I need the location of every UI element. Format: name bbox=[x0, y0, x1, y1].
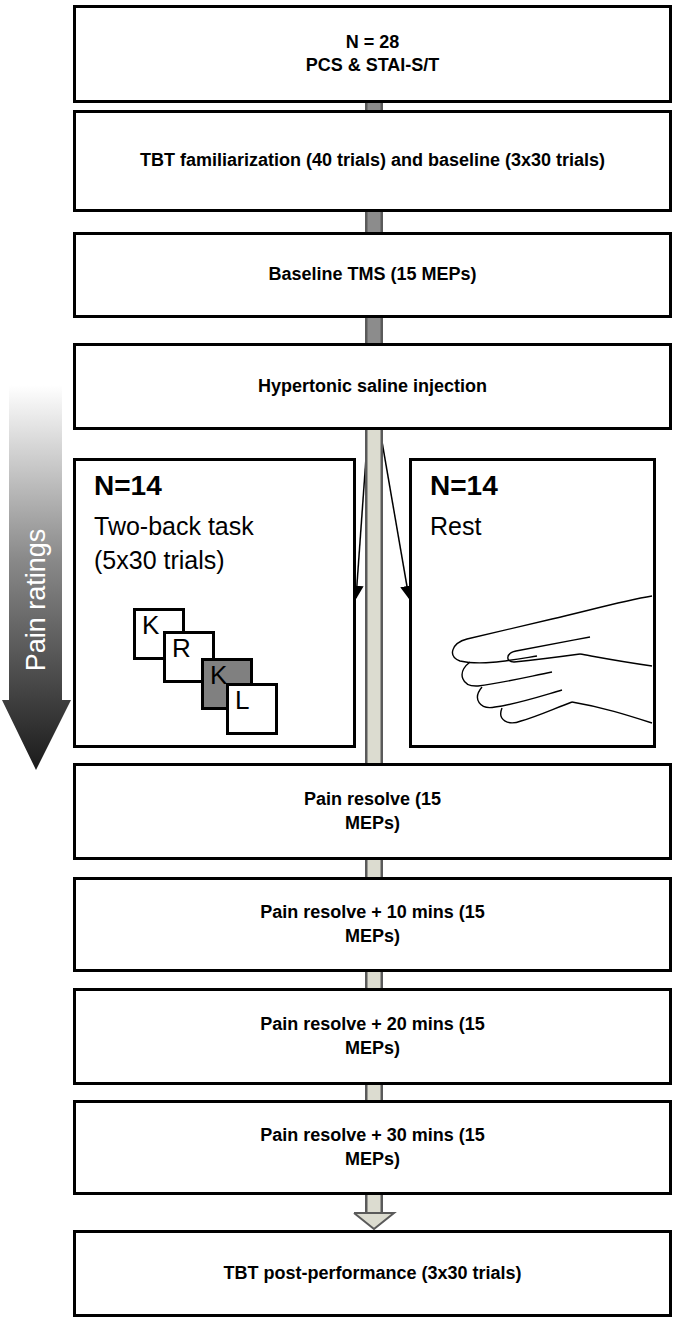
timeline-bar-edge bbox=[365, 860, 383, 877]
box-text: PCS & STAI-S/T bbox=[306, 54, 440, 77]
box-text: TBT familiarization (40 trials) and base… bbox=[140, 149, 605, 172]
process-box: TBT familiarization (40 trials) and base… bbox=[73, 110, 672, 212]
process-box: Pain resolve + 30 mins (15 MEPs) bbox=[73, 1100, 672, 1195]
box-text: Pain resolve + 10 mins (15 MEPs) bbox=[248, 901, 498, 948]
timeline-bar bbox=[368, 212, 381, 232]
timeline-arrowhead bbox=[354, 1213, 394, 1229]
box-text: Pain resolve + 20 mins (15 MEPs) bbox=[248, 1013, 498, 1060]
box-text: N = 28 bbox=[346, 31, 400, 54]
group-label: (5x30 trials) bbox=[94, 545, 225, 575]
timeline-bar bbox=[368, 972, 381, 988]
letter-label: L bbox=[235, 686, 249, 716]
connector bbox=[374, 103, 375, 110]
hand-stroke bbox=[572, 702, 652, 723]
hand-stroke bbox=[580, 654, 652, 666]
connector bbox=[354, 1195, 394, 1229]
process-box: TBT post-performance (3x30 trials) bbox=[73, 1230, 672, 1317]
timeline-bar bbox=[368, 860, 381, 877]
process-box: Pain resolve (15 MEPs) bbox=[73, 763, 672, 860]
timeline-bar-edge bbox=[365, 103, 383, 110]
process-box: Pain resolve + 20 mins (15 MEPs) bbox=[73, 988, 672, 1085]
gradient-arrow bbox=[2, 385, 71, 770]
process-box: N = 28PCS & STAI-S/T bbox=[73, 5, 672, 103]
group-count: N=14 bbox=[94, 469, 162, 503]
box-text: TBT post-performance (3x30 trials) bbox=[223, 1262, 521, 1285]
box-text: Baseline TMS (15 MEPs) bbox=[268, 263, 476, 286]
hand-illustration bbox=[412, 461, 653, 745]
hand-stroke bbox=[462, 662, 552, 686]
hand-stroke bbox=[501, 702, 572, 723]
hand-stroke bbox=[508, 637, 590, 662]
letter-label: R bbox=[172, 634, 191, 664]
branch-arrow bbox=[380, 430, 409, 598]
group-panel: N=14Two-back task(5x30 trials)KRKL bbox=[73, 458, 356, 748]
timeline-bar-edge bbox=[365, 318, 383, 343]
timeline-bar-edge bbox=[365, 212, 383, 232]
letter-card: L bbox=[226, 683, 278, 735]
connector bbox=[374, 430, 375, 763]
group-label: Rest bbox=[430, 511, 481, 541]
box-text: Hypertonic saline injection bbox=[258, 375, 487, 398]
letter-label: K bbox=[210, 661, 227, 691]
box-text: Pain resolve + 30 mins (15 MEPs) bbox=[248, 1124, 498, 1171]
process-box: Hypertonic saline injection bbox=[73, 343, 672, 430]
timeline-bar bbox=[368, 430, 381, 763]
hand-stroke bbox=[453, 596, 652, 663]
process-box: Pain resolve + 10 mins (15 MEPs) bbox=[73, 877, 672, 972]
timeline-bar-edge bbox=[365, 430, 383, 763]
timeline-bar bbox=[368, 1195, 381, 1214]
connector bbox=[374, 972, 375, 988]
timeline-bar-edge bbox=[365, 1195, 383, 1214]
connector bbox=[380, 430, 409, 598]
group-panel: N=14Rest bbox=[409, 458, 656, 748]
timeline-bar bbox=[368, 318, 381, 343]
timeline-bar-edge bbox=[365, 1085, 383, 1100]
timeline-bar bbox=[368, 103, 381, 110]
hand-stroke bbox=[478, 687, 562, 707]
timeline-bar bbox=[368, 1085, 381, 1100]
box-text: Pain resolve (15 MEPs) bbox=[298, 788, 448, 835]
letter-label: K bbox=[142, 611, 159, 641]
connector bbox=[374, 860, 375, 877]
connector bbox=[374, 318, 375, 343]
connector bbox=[374, 212, 375, 232]
process-box: Baseline TMS (15 MEPs) bbox=[73, 232, 672, 318]
group-count: N=14 bbox=[430, 469, 498, 503]
axis-label: Pain ratings bbox=[21, 529, 52, 672]
timeline-bar-edge bbox=[365, 972, 383, 988]
connector bbox=[374, 1085, 375, 1100]
group-label: Two-back task bbox=[94, 511, 254, 541]
